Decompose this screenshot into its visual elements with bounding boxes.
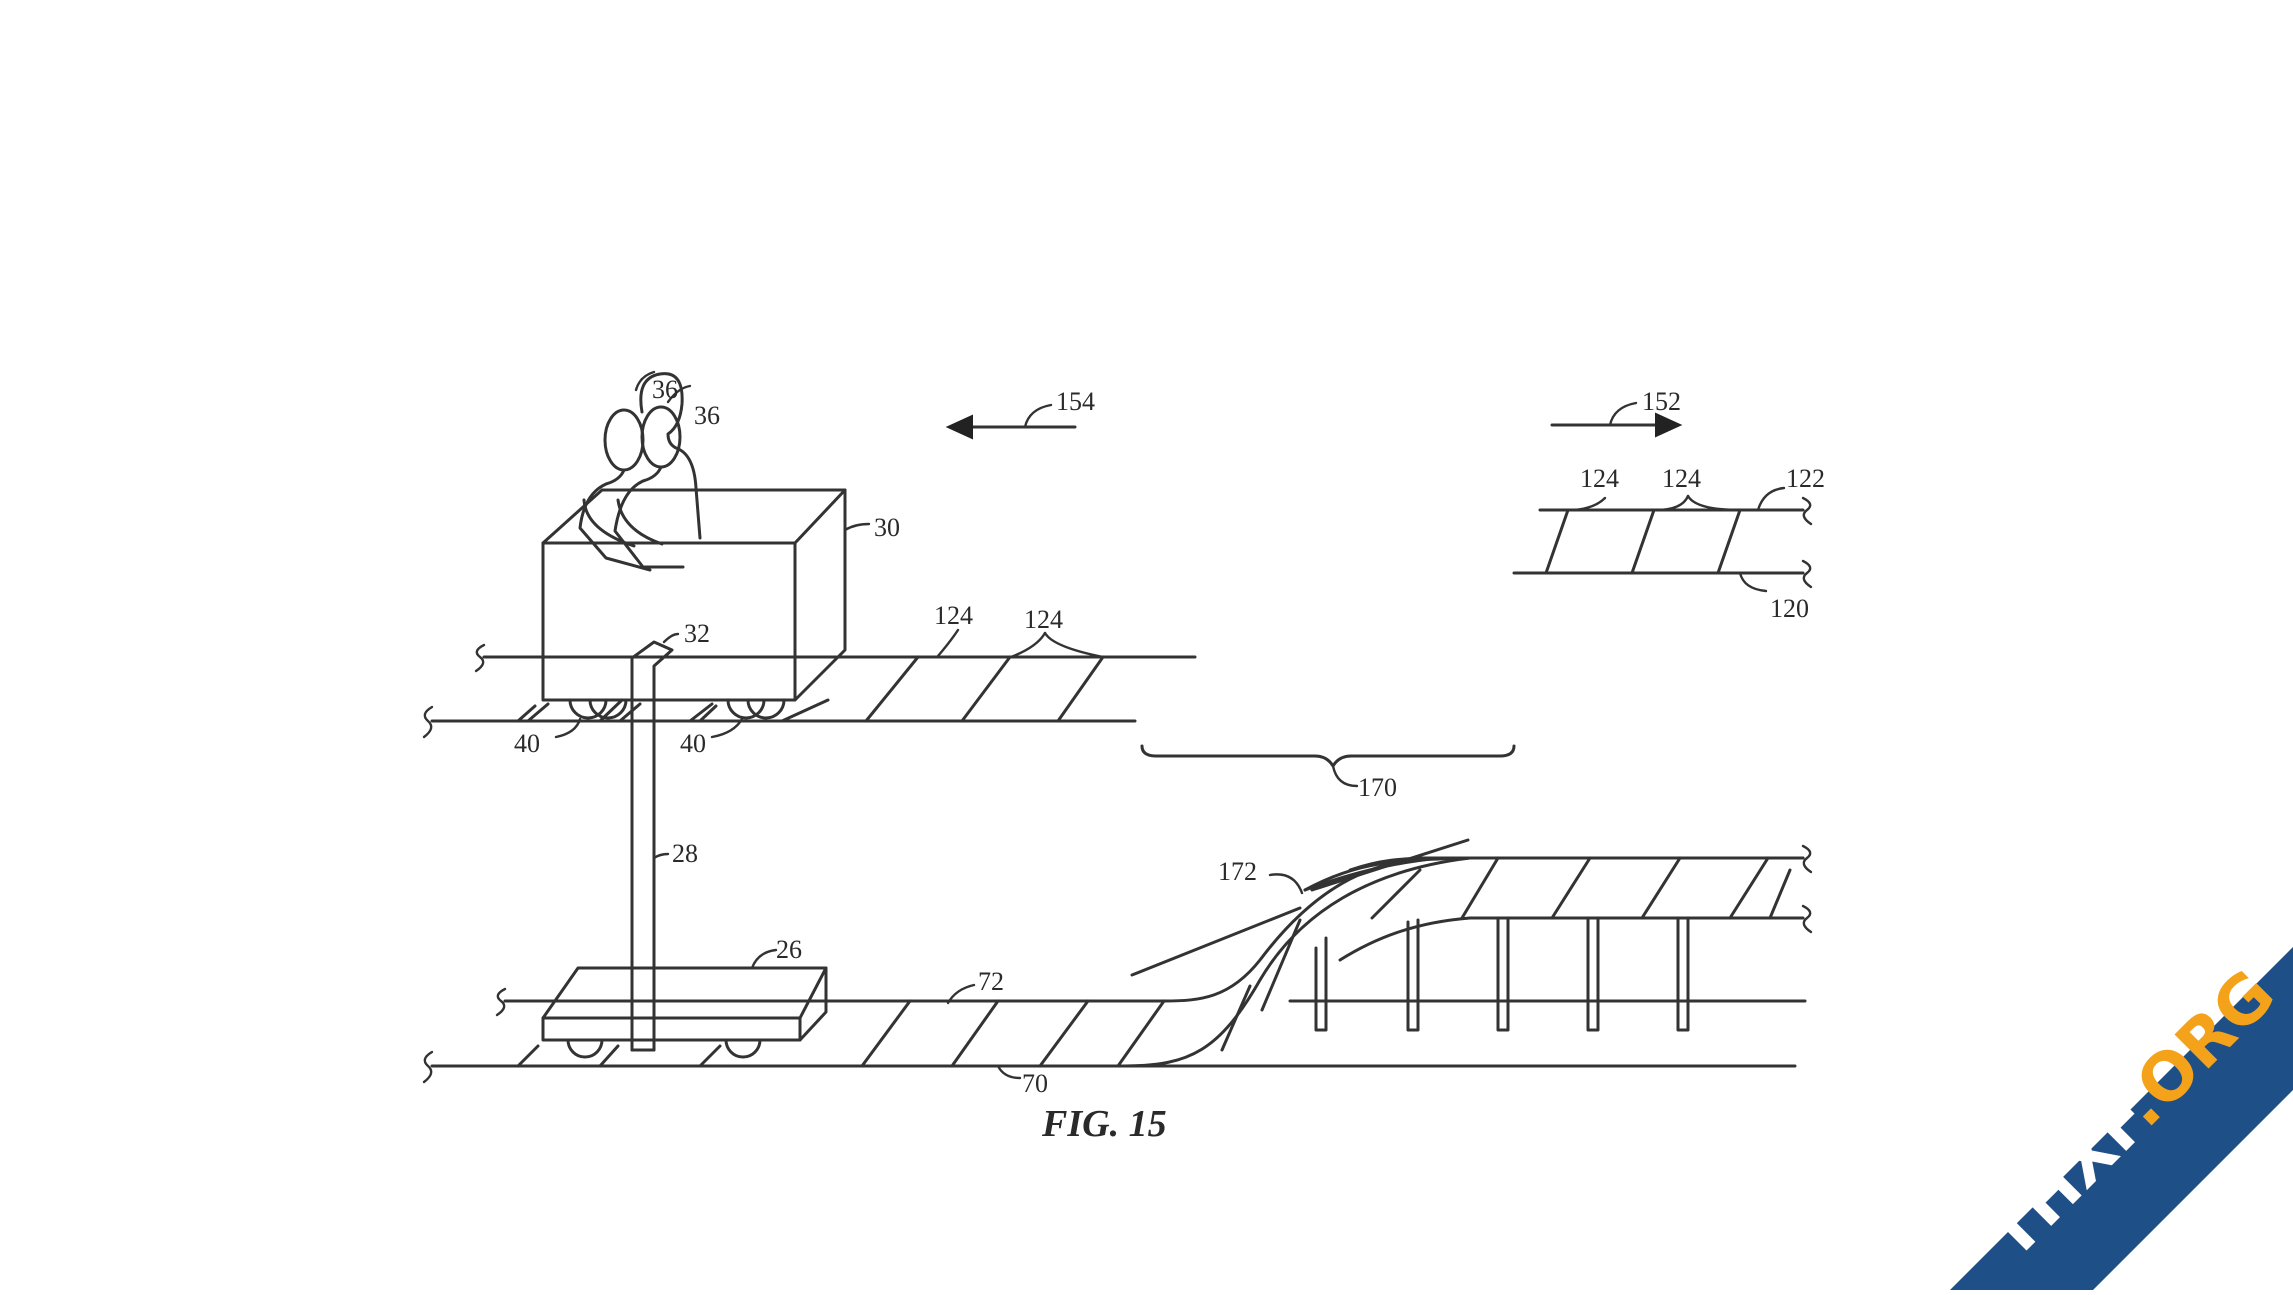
label-arm-top: 32: [684, 619, 710, 648]
base-leader: [750, 948, 778, 970]
label-tie-upper-a: 124: [934, 601, 973, 630]
label-wheel-left: 40: [514, 729, 540, 758]
base-front: [541, 1016, 802, 1042]
watermark-ribbon: THXF.ORG: [1950, 947, 2293, 1290]
inset-top-leader: [1756, 486, 1786, 512]
label-tie-upper-b: 124: [1024, 605, 1063, 634]
inset-tie-leader-a: [1573, 496, 1607, 512]
reference-numerals: 36 36 30 32 28 26 40 40 154 152 124 124 …: [514, 375, 1825, 1145]
wheel-leader-right: [710, 717, 744, 739]
upper-front-rail-break: [422, 705, 434, 739]
rider-figures: [578, 372, 702, 572]
lower-rail-leader: [996, 1064, 1022, 1080]
base-side: [798, 966, 828, 1042]
upper-level-front-break: [1801, 904, 1813, 934]
lower-track: [422, 983, 1797, 1084]
rider-leader-a: [634, 370, 656, 392]
label-inset-tie-a: 124: [1580, 464, 1619, 493]
transition-bracket-top: [1310, 838, 1470, 892]
arm-top-leader: [662, 632, 680, 644]
direction-arrow-left: [945, 403, 1077, 440]
label-gap: 170: [1358, 773, 1397, 802]
ramp-ties: [1220, 856, 1792, 1052]
upper-level-front-rail: [1338, 916, 1472, 962]
lower-ties: [516, 999, 1166, 1068]
label-direction-right: 152: [1642, 387, 1681, 416]
arm-leader: [652, 852, 670, 860]
label-direction-left: 154: [1056, 387, 1095, 416]
inset-tie-leader-b2: [1686, 494, 1742, 512]
wheel-leader-left: [554, 717, 582, 739]
transition-ramp: [1123, 838, 1813, 1068]
inset-tie-leader-b1: [1654, 494, 1690, 512]
transition-bracket-bottom: [1130, 906, 1302, 977]
vehicle-side: [793, 488, 847, 702]
gap-brace: [1140, 744, 1516, 788]
upper-level-back-break: [1801, 844, 1813, 874]
vehicle-wheels: [526, 698, 786, 723]
label-lower-rail: 70: [1022, 1069, 1048, 1098]
label-wheel-right: 40: [680, 729, 706, 758]
label-transition: 172: [1218, 857, 1257, 886]
vehicle-top: [541, 488, 847, 545]
label-arm: 28: [672, 839, 698, 868]
tie-leader-b1: [1009, 631, 1047, 659]
lower-front-rail-break: [422, 1050, 434, 1084]
arm-post: [630, 640, 674, 1052]
base-top: [541, 966, 828, 1020]
label-inset-tie-b: 124: [1662, 464, 1701, 493]
inset-track: [1512, 486, 1813, 593]
watermark-band: [1950, 947, 2293, 1290]
label-rider-b: 36: [694, 401, 720, 430]
tie-leader-b2: [1043, 631, 1105, 659]
ramp-upper-edge: [1163, 856, 1442, 1003]
vehicle-leader: [843, 522, 871, 532]
label-base: 26: [776, 935, 802, 964]
label-lower-tie: 72: [978, 967, 1004, 996]
direction-arrow-right: [1550, 401, 1683, 438]
figure-caption: FIG. 15: [1041, 1103, 1167, 1145]
base-arm-overlay: [630, 998, 656, 1052]
label-rider-a: 36: [652, 375, 678, 404]
upper-ties: [516, 655, 1105, 723]
label-inset-rail-top: 122: [1786, 464, 1825, 493]
support-columns: [1314, 916, 1690, 1032]
gap-leader: [1331, 764, 1359, 788]
ramp-lower-edge: [1123, 856, 1805, 1068]
label-vehicle: 30: [874, 513, 900, 542]
tie-leader-a: [936, 628, 960, 658]
ride-vehicle: [526, 370, 871, 739]
transition-leader: [1268, 873, 1304, 895]
upper-back-rail-break: [474, 643, 486, 673]
base-cart: [541, 948, 828, 1059]
label-inset-rail-bottom: 120: [1770, 594, 1809, 623]
lower-back-rail-break: [495, 987, 507, 1017]
rider-leader-b: [666, 384, 692, 404]
lower-tie-leader: [946, 983, 976, 1005]
inset-bottom-leader: [1738, 571, 1768, 593]
